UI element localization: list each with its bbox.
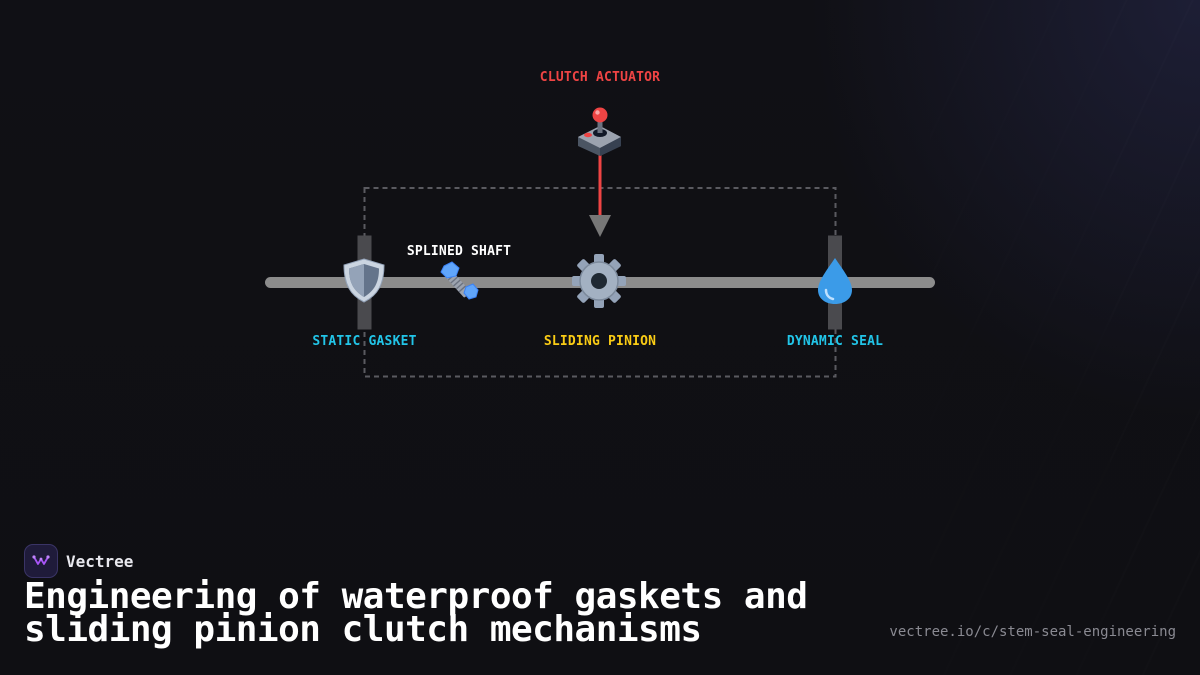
actuator-arrowhead bbox=[589, 215, 611, 237]
brand: Vectree bbox=[24, 544, 133, 578]
nut-and-bolt-icon bbox=[440, 261, 479, 300]
page-url[interactable]: vectree.io/c/stem-seal-engineering bbox=[889, 624, 1176, 640]
shield-icon bbox=[343, 258, 385, 303]
brand-name: Vectree bbox=[66, 551, 134, 571]
gear-icon bbox=[572, 254, 626, 308]
joystick-icon bbox=[578, 107, 621, 156]
clutch-actuator-label: CLUTCH ACTUATOR bbox=[540, 70, 660, 85]
static-gasket-label: STATIC GASKET bbox=[312, 334, 416, 349]
dynamic-seal-label: DYNAMIC SEAL bbox=[787, 334, 883, 349]
droplet-icon bbox=[818, 258, 852, 304]
sliding-pinion-label: SLIDING PINION bbox=[544, 334, 656, 349]
vectree-logo-icon bbox=[24, 544, 58, 578]
splined-shaft-label: SPLINED SHAFT bbox=[407, 244, 511, 259]
page-title: Engineering of waterproof gaskets and sl… bbox=[24, 576, 808, 650]
